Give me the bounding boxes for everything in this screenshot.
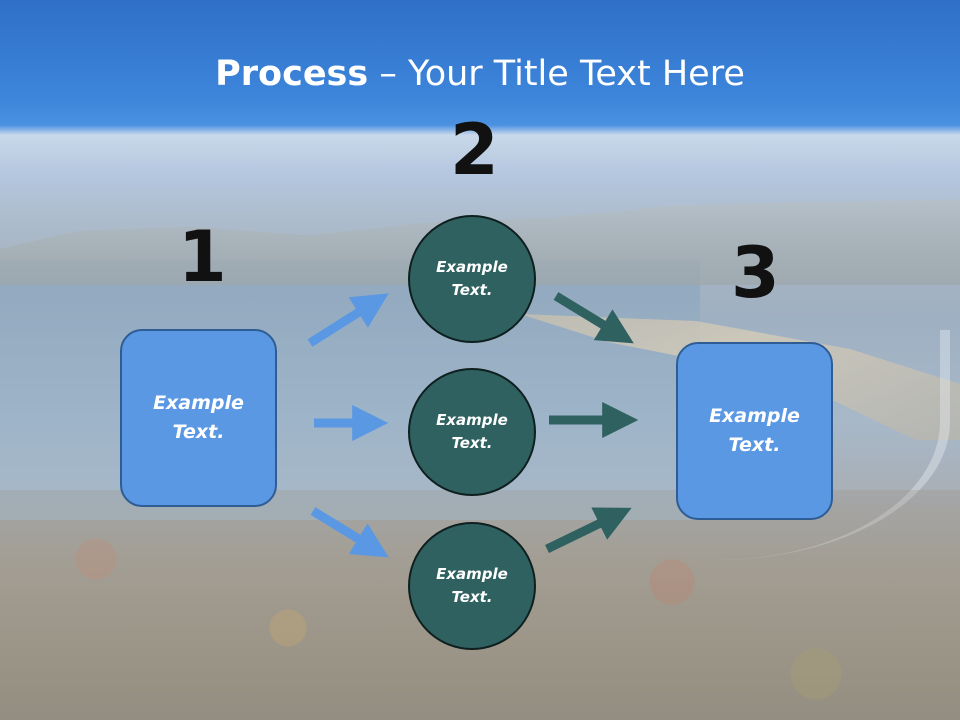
arrow-left-to-bottom (310, 507, 389, 558)
left-box-text: Example Text. (153, 392, 244, 443)
arrow-top-to-right (553, 292, 634, 344)
arrow-left-to-top (307, 293, 389, 347)
circle-top-text: Example Text. (436, 258, 508, 299)
left-box: Example Text. (120, 329, 277, 507)
circle-middle-text: Example Text. (436, 411, 508, 452)
arrow-bottom-to-right (545, 507, 632, 554)
circle-bottom-text: Example Text. (436, 565, 508, 606)
surf-line (560, 330, 950, 560)
title-rest: – Your Title Text Here (368, 54, 745, 94)
circle-top: Example Text. (408, 215, 536, 343)
step-number-3: 3 (731, 232, 780, 314)
slide-title: Process – Your Title Text Here (0, 52, 960, 96)
step-number-2: 2 (450, 109, 499, 191)
right-box-text: Example Text. (709, 405, 800, 456)
title-bold: Process (215, 54, 369, 94)
right-box: Example Text. (676, 342, 833, 520)
circle-middle: Example Text. (408, 368, 536, 496)
circle-bottom: Example Text. (408, 522, 536, 650)
step-number-1: 1 (178, 216, 227, 298)
